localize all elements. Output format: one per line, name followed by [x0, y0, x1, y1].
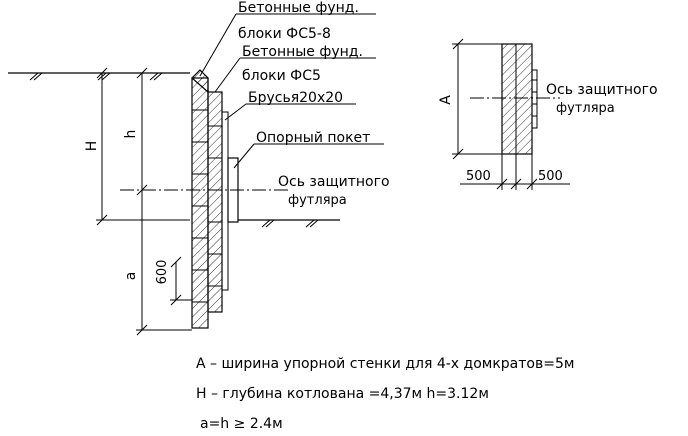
- ground-line-bottom: [238, 219, 340, 228]
- svg-text:Бетонные фунд.: Бетонные фунд.: [242, 44, 363, 60]
- svg-text:Бетонные фунд.: Бетонные фунд.: [238, 0, 359, 16]
- svg-text:Ось защитного: Ось защитного: [546, 82, 658, 98]
- label-blocks-fs5: Бетонные фунд. блоки ФС5: [214, 44, 376, 93]
- timber-beams: [221, 111, 229, 291]
- label-plan-axis: Ось защитного футляра: [546, 82, 658, 116]
- dimension-500-500: 500 500: [460, 154, 570, 190]
- note-a-equals-h: a=h ≥ 2.4м: [200, 416, 283, 432]
- svg-text:блоки ФС5-8: блоки ФС5-8: [238, 26, 331, 42]
- svg-text:А: А: [438, 95, 454, 105]
- note-depth: Н – глубина котлована =4,37м h=3.12м: [196, 386, 489, 402]
- dimension-a: a: [123, 190, 192, 336]
- concrete-wall: [191, 69, 223, 329]
- plan-view: [501, 43, 538, 155]
- label-casing-axis: Ось защитного футляра: [278, 174, 390, 208]
- svg-text:футляра: футляра: [556, 101, 615, 116]
- note-width: А – ширина упорной стенки для 4-х домкра…: [196, 356, 574, 372]
- svg-text:Опорный покет: Опорный покет: [256, 130, 370, 146]
- dimension-H: Н: [84, 67, 190, 226]
- label-beams: Брусья20х20: [224, 90, 356, 121]
- dim-500-left: 500: [466, 169, 491, 184]
- dim-a-label: a: [123, 272, 139, 281]
- label-support-package: Опорный покет: [233, 130, 384, 169]
- svg-text:футляра: футляра: [288, 193, 347, 208]
- dimension-A: А: [438, 38, 502, 160]
- dim-h-label: h: [123, 130, 139, 139]
- ground-line-top: [8, 72, 190, 81]
- dim-H-label: Н: [84, 141, 100, 152]
- svg-text:Ось защитного: Ось защитного: [278, 174, 390, 190]
- dim-600-label: 600: [155, 260, 170, 285]
- svg-text:Брусья20х20: Брусья20х20: [248, 90, 343, 106]
- dimension-h: h: [123, 67, 148, 196]
- dim-500-right: 500: [538, 169, 563, 184]
- dimension-600: 600: [155, 256, 192, 306]
- svg-text:блоки ФС5: блоки ФС5: [242, 68, 321, 84]
- label-blocks-fs5-8: Бетонные фунд. блоки ФС5-8: [199, 0, 376, 77]
